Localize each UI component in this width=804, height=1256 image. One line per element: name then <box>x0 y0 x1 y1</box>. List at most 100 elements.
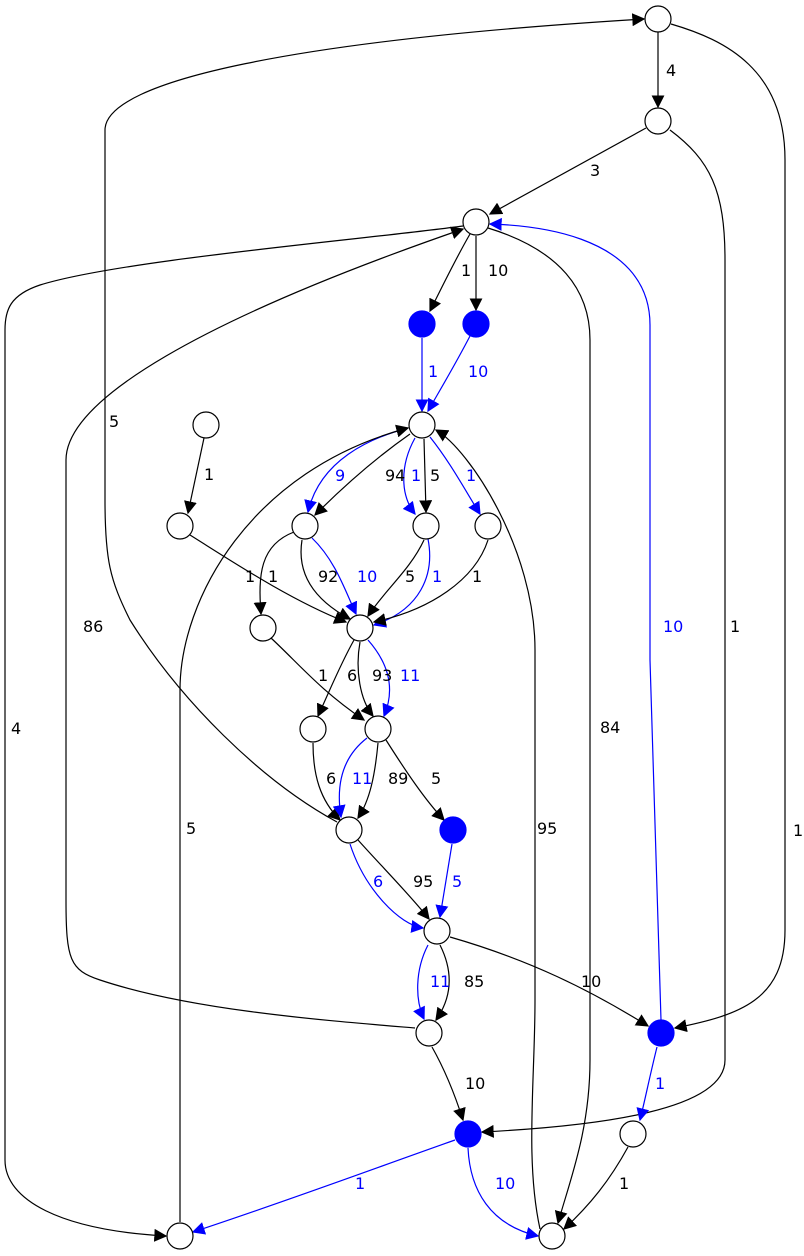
graph-node-b_r <box>462 310 490 338</box>
edge-n_hub-to-n_c2 <box>402 437 416 516</box>
graph-node-b_bot <box>454 1120 482 1148</box>
edge-n_mid-to-n_r3 <box>357 641 374 718</box>
edge-n_r2-to-n_br <box>487 227 591 1225</box>
graph-node-n_c6 <box>415 1019 443 1047</box>
graph-node-n_hub <box>408 411 436 439</box>
graph-node-b_l <box>408 310 436 338</box>
edge-label: 1 <box>655 1074 665 1093</box>
graph-node-n_l3 <box>299 715 327 743</box>
edge-n_mid-to-n_l3 <box>317 639 355 718</box>
edge-n_c3-to-n_mid <box>372 539 489 626</box>
graph-node-n_r2 <box>462 208 490 236</box>
edge-label: 10 <box>663 617 683 636</box>
edge-label: 4 <box>11 719 21 738</box>
edge-label: 1 <box>466 466 476 485</box>
edge-label: 1 <box>245 567 255 586</box>
edge-label: 1 <box>793 821 803 840</box>
graph-node-n_top <box>644 5 672 33</box>
graph-node-n_c2 <box>412 512 440 540</box>
edge-label: 92 <box>318 567 338 586</box>
edge-n_c2-to-n_mid <box>372 538 431 628</box>
edge-label: 5 <box>431 769 441 788</box>
edge-label: 3 <box>590 161 600 180</box>
edge-b_bot-to-n_br <box>467 1147 540 1240</box>
edge-n_c1-to-n_mid <box>300 539 352 620</box>
graph-node-b_mid <box>439 816 467 844</box>
edge-label: 10 <box>357 567 377 586</box>
edge-b_bot-to-n_bl <box>191 1139 456 1235</box>
edge-n_top-to-b_right <box>670 23 786 1033</box>
edge-label: 1 <box>730 617 740 636</box>
edge-label: 1 <box>619 1174 629 1193</box>
edge-n_c5-to-b_right <box>449 936 650 1027</box>
graph-node-n_r4 <box>619 1120 647 1148</box>
graph-node-n_mid <box>346 614 374 642</box>
edge-label: 84 <box>600 718 620 737</box>
edge-label: 11 <box>430 972 450 991</box>
edge-n_mid-to-n_r3 <box>367 639 395 718</box>
edge-n_r2-to-b_l <box>429 233 471 313</box>
edge-n_hub-to-n_c2 <box>419 438 433 514</box>
edge-label: 1 <box>355 1174 365 1193</box>
graph-node-n_r3 <box>364 715 392 743</box>
edge-label: 10 <box>495 1174 515 1193</box>
edge-label: 1 <box>204 465 214 484</box>
edge-n_c1-to-n_mid <box>311 537 358 616</box>
edge-n_c5-to-n_c6 <box>435 944 450 1022</box>
edge-n_c4-to-n_c5 <box>357 839 430 921</box>
edge-n_r4-to-n_br <box>563 1146 629 1230</box>
edge-label: 1 <box>461 261 471 280</box>
edge-n_r2-to-n_bl <box>4 225 464 1242</box>
edge-n_c5-to-n_c6 <box>413 944 429 1021</box>
graph-node-n_iso <box>192 411 220 439</box>
edge-label: 10 <box>465 1074 485 1093</box>
edge-label: 1 <box>268 567 278 586</box>
edge-label: 11 <box>352 769 372 788</box>
graph-node-n_c1 <box>291 512 319 540</box>
edge-label: 1 <box>428 362 438 381</box>
edge-label: 5 <box>405 567 415 586</box>
edge-label: 10 <box>581 972 601 991</box>
graph-node-n_c3 <box>474 512 502 540</box>
graph-node-n_left <box>166 512 194 540</box>
edge-label: 1 <box>411 466 421 485</box>
edge-b_r-to-n_hub <box>427 335 471 413</box>
edge-label: 1 <box>472 567 482 586</box>
edge-n_sm-to-n_r3 <box>270 637 366 721</box>
edge-label: 4 <box>666 61 676 80</box>
graph-node-n_c5 <box>423 917 451 945</box>
edge-b_right-to-n_r2 <box>488 217 662 1021</box>
edge-n_bl-to-n_hub <box>179 424 410 1222</box>
edge-label: 94 <box>385 466 405 485</box>
edge-label: 6 <box>373 872 383 891</box>
edge-label: 95 <box>537 819 557 838</box>
edge-n_c6-to-b_bot <box>431 1046 466 1122</box>
edge-n_iso-to-n_left <box>184 437 205 515</box>
edge-n_r1-to-n_r2 <box>488 127 647 215</box>
edge-label: 93 <box>372 666 392 685</box>
graph-node-n_c4 <box>335 816 363 844</box>
edges <box>4 13 786 1242</box>
edge-n_r3-to-b_mid <box>385 739 445 821</box>
edge-b_mid-to-n_c5 <box>435 843 453 919</box>
edge-label: 5 <box>109 412 119 431</box>
edge-label: 6 <box>326 769 336 788</box>
graph-node-b_right <box>647 1019 675 1047</box>
edge-label: 89 <box>388 769 408 788</box>
edge-n_r3-to-n_c4 <box>332 737 368 819</box>
edge-n_c1-to-n_sm <box>253 531 295 616</box>
edge-label: 5 <box>186 819 196 838</box>
edge-label: 6 <box>347 666 357 685</box>
edge-n_r3-to-n_c4 <box>357 742 379 820</box>
edge-n_hub-to-n_c3 <box>429 436 481 516</box>
graph-node-n_br <box>538 1222 566 1250</box>
graph-node-n_r1 <box>644 107 672 135</box>
edge-n_r1-to-b_bot <box>480 129 726 1138</box>
edge-label: 86 <box>83 617 103 636</box>
edge-label: 10 <box>468 362 488 381</box>
edge-n_c4-to-n_top <box>104 13 646 823</box>
edge-n_hub-to-n_c1 <box>314 433 411 516</box>
edge-label: 10 <box>488 261 508 280</box>
